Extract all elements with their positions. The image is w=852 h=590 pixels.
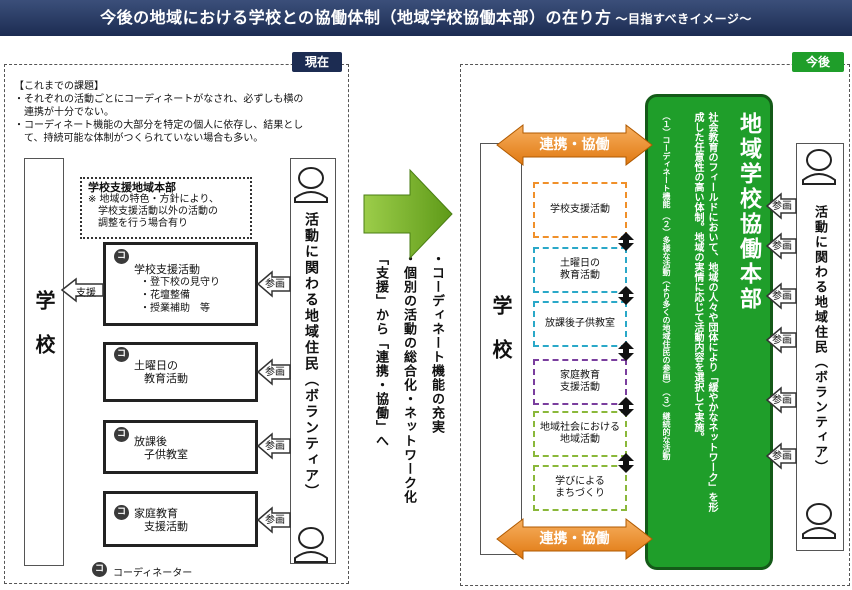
activity-title: 家庭教育 (134, 507, 178, 520)
legend-label: コーディネーター (113, 568, 193, 579)
future-tag: 今後 (792, 52, 844, 72)
participation-arrows-left (256, 270, 291, 534)
coordinator-icon: コ (114, 347, 129, 362)
activity-item: 子供教室 (144, 448, 188, 461)
activity-box-afterschool: 放課後 子供教室 (103, 420, 258, 474)
activity-box-right: 家庭教育 支援活動 (533, 359, 627, 405)
participation-label: 参画 (772, 335, 792, 346)
collaboration-arrows (496, 123, 653, 561)
activity-item: ・花壇整備 (140, 290, 190, 301)
school-box-left (24, 158, 64, 566)
activity-title: 土曜日の (134, 359, 178, 372)
activity-item: 教育活動 (144, 372, 188, 385)
honbu-new-desc: 社会教育のフィールドにおいて、地域の人々や団体により「緩やかなネットワーク」を形… (692, 112, 717, 512)
activity-box-right: 学校支援活動 (533, 182, 627, 238)
participation-label: 参画 (265, 367, 285, 378)
person-icon (294, 167, 328, 563)
residents-box-left (290, 158, 336, 564)
support-arrow (60, 277, 104, 303)
transition-arrow (363, 168, 453, 260)
school-label-left: 学 校 (32, 290, 56, 356)
activity-label: 地域社会における 地域活動 (540, 422, 620, 445)
issues: 【これまでの課題】 ・それぞれの活動ごとにコーディネートがなされ、必ずしも横の … (14, 80, 344, 145)
coordinator-icon: コ (114, 249, 129, 264)
collaboration-label-bottom: 連携・協働 (539, 531, 610, 547)
activity-item: 支援活動 (144, 520, 188, 533)
link-arrows (618, 232, 634, 473)
activity-item: ・授業補助 等 (140, 303, 210, 314)
honbu-new-title: 地域学校協働本部 (736, 112, 761, 312)
honbu-old-note: 調整を行う場合有り (88, 218, 188, 229)
participation-label: 参画 (772, 201, 792, 212)
person-icon (802, 149, 836, 539)
participation-label: 参画 (772, 241, 792, 252)
coordinator-icon: コ (114, 505, 129, 520)
honbu-old-note: ※ 地域の特色・方針により、 (88, 194, 219, 205)
activity-box-right: 土曜日の 教育活動 (533, 247, 627, 293)
coordinator-icon: コ (114, 427, 129, 442)
residents-label-left: 活動に関わる地域住民（ボランティア） (303, 212, 319, 500)
school-label-right: 学 校 (489, 295, 513, 361)
activity-label: 土曜日の 教育活動 (560, 258, 600, 281)
activity-title: 学校支援活動 (134, 263, 200, 276)
honbu-old-note: 学校支援活動以外の活動の (88, 206, 218, 217)
legend-coordinator-icon: コ (92, 562, 107, 577)
honbu-new-box (645, 94, 773, 570)
activity-label: 放課後子供教室 (545, 318, 615, 329)
participation-arrows-right (765, 192, 797, 470)
issue-line: て、持続可能な体制がつくられていない場合も多い。 (14, 133, 264, 144)
participation-label: 参画 (265, 515, 285, 526)
activity-box-right: 学びによる まちづくり (533, 465, 627, 511)
issue-line: 連携が十分でない。 (14, 107, 114, 118)
title-bar (0, 0, 852, 36)
issue-line: ・コーディネート機能の大部分を特定の個人に依存し、結果とし (14, 120, 304, 131)
activity-label: 家庭教育 支援活動 (560, 370, 600, 393)
title-sub: ～目指すべきイメージ～ (615, 12, 752, 26)
issues-heading: 【これまでの課題】 (14, 81, 104, 92)
activity-label: 学びによる まちづくり (555, 476, 605, 499)
participation-label: 参画 (772, 291, 792, 302)
activity-box-family: 家庭教育 支援活動 (103, 491, 258, 547)
participation-label: 参画 (772, 395, 792, 406)
middle-line-1: ・コーディネート機能の充実 (429, 252, 444, 434)
activity-item: ・登下校の見守り (140, 277, 220, 288)
issue-line: ・それぞれの活動ごとにコーディネートがなされ、必ずしも横の (14, 94, 304, 105)
activity-title: 放課後 (134, 435, 167, 448)
activity-box-right: 地域社会における 地域活動 (533, 411, 627, 457)
activity-label: 学校支援活動 (550, 204, 610, 215)
activity-box-right: 放課後子供教室 (533, 301, 627, 347)
current-tag: 現在 (292, 52, 342, 72)
residents-label-right: 活動に関わる地域住民（ボランティア） (812, 205, 827, 475)
collaboration-label-top: 連携・協働 (539, 137, 610, 153)
middle-line-3: 「支援」から「連携・協働」へ (373, 252, 388, 448)
participation-label: 参画 (265, 441, 285, 452)
middle-text: ・コーディネート機能の充実 ・個別の活動の総合化・ネットワーク化 「支援」から「… (362, 252, 450, 582)
support-label: 支援 (76, 288, 96, 299)
participation-label: 参画 (772, 451, 792, 462)
honbu-old-box: 学校支援地域本部 ※ 地域の特色・方針により、 学校支援活動以外の活動の 調整を… (80, 177, 252, 239)
honbu-old-title: 学校支援地域本部 (88, 181, 176, 194)
middle-line-2: ・個別の活動の総合化・ネットワーク化 (401, 252, 416, 504)
page-title: 今後の地域における学校との協働体制（地域学校協働本部）の在り方～目指すべきイメー… (0, 0, 852, 36)
residents-box-right (796, 143, 844, 551)
honbu-new-points: （１）コーディネート機能 （２）多様な活動（より多くの地域住民の参画） （３）継… (662, 112, 671, 460)
participation-label: 参画 (265, 279, 285, 290)
title-main: 今後の地域における学校との協働体制（地域学校協働本部）の在り方 (100, 8, 612, 27)
school-box-right (480, 143, 522, 555)
